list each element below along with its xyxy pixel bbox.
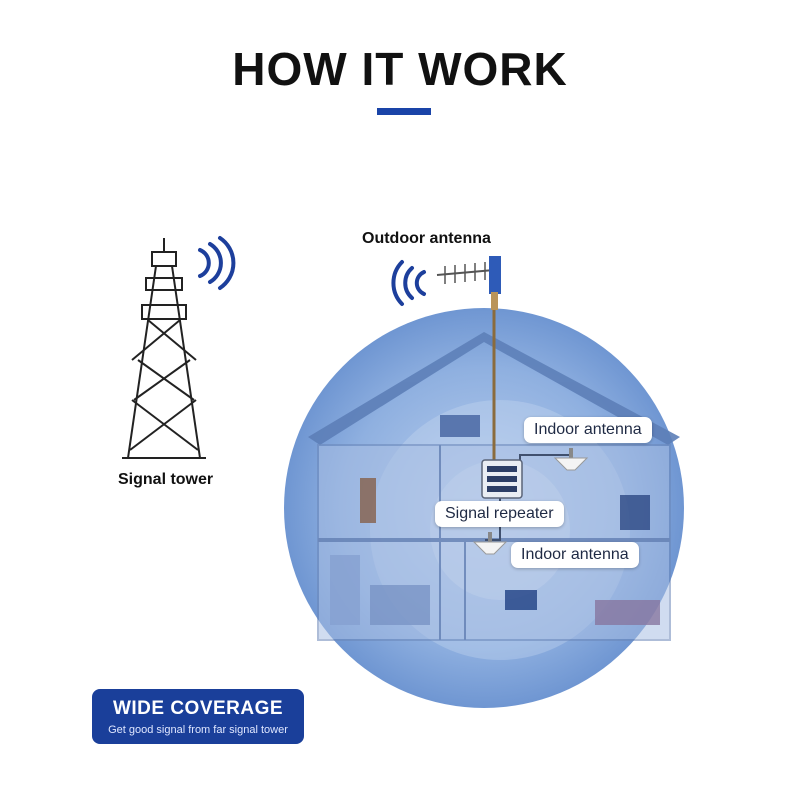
signal-repeater-label: Signal repeater — [435, 501, 564, 527]
wide-coverage-badge: WIDE COVERAGE Get good signal from far s… — [92, 689, 304, 744]
repeater-icon — [481, 459, 523, 499]
indoor-antenna-lower-icon — [472, 532, 508, 555]
outdoor-signal-wave-icon — [391, 260, 426, 306]
outdoor-antenna-icon — [436, 256, 501, 310]
tower-signal-wave-icon — [198, 236, 236, 290]
indoor-antenna-upper-icon — [553, 448, 589, 471]
title-underline — [377, 108, 431, 115]
indoor-antenna-lower-label: Indoor antenna — [511, 542, 639, 568]
page-title: HOW IT WORK — [232, 43, 568, 95]
outdoor-antenna-label: Outdoor antenna — [362, 230, 491, 247]
signal-tower-icon — [122, 238, 206, 459]
badge-subtitle: Get good signal from far signal tower — [108, 724, 288, 736]
badge-title: WIDE COVERAGE — [112, 698, 284, 719]
signal-tower-label: Signal tower — [118, 471, 214, 488]
indoor-antenna-upper-label: Indoor antenna — [524, 417, 652, 443]
